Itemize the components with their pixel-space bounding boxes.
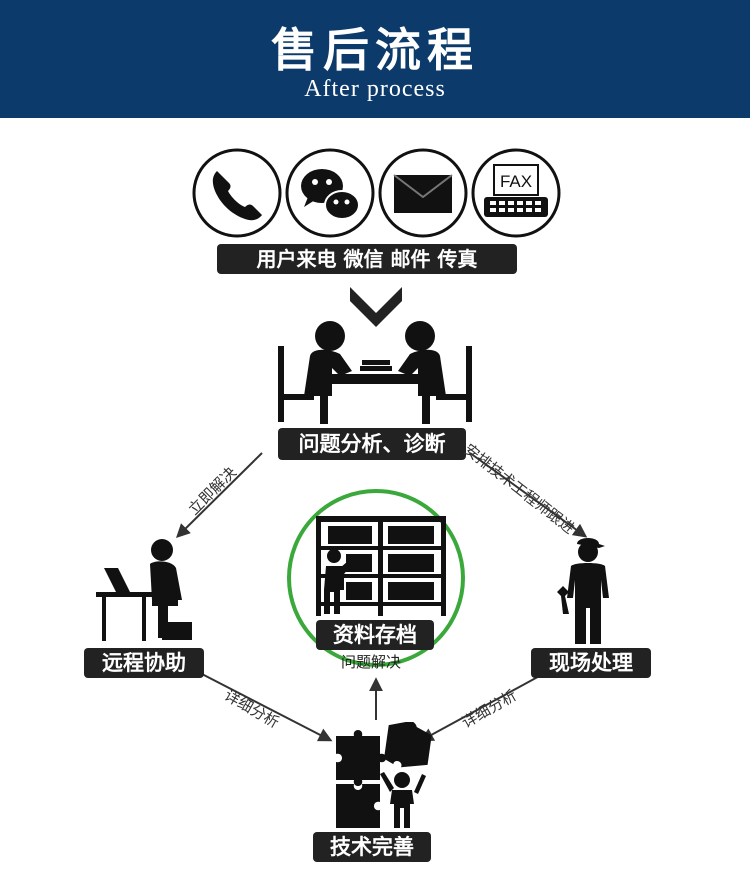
diagnosis-label: 问题分析、诊断 xyxy=(278,428,466,460)
onsite-label: 现场处理 xyxy=(531,648,651,678)
archive-sub-label: 问题解决 xyxy=(341,653,402,671)
fax-icon: FAX xyxy=(471,148,561,238)
arrow-analysis-left xyxy=(199,672,333,742)
header-banner: 售后流程 After process xyxy=(0,0,750,118)
remote-assist-icon xyxy=(96,539,192,641)
contact-label: 用户来电 微信 邮件 传真 xyxy=(217,244,517,274)
puzzle-icon xyxy=(336,722,432,828)
page-title: 售后流程 xyxy=(271,23,479,77)
chevron-down-icon xyxy=(350,287,402,327)
archive-label: 资料存档 xyxy=(316,620,434,650)
page-subtitle: After process xyxy=(304,76,446,102)
remote-label: 远程协助 xyxy=(84,648,204,678)
onsite-worker-icon xyxy=(557,538,609,644)
connector-arrows xyxy=(176,452,588,742)
meeting-icon xyxy=(278,321,472,424)
fax-text: FAX xyxy=(500,172,532,191)
arrow-dispatch xyxy=(469,452,588,538)
process-diagram: FAX 用户来电 微信 邮件 传真 问题分析、诊断 立即解决 xyxy=(0,118,750,889)
arrow-analysis-right xyxy=(419,672,546,742)
phone-icon xyxy=(192,148,282,238)
email-icon xyxy=(378,148,468,238)
arrow-immediate xyxy=(176,452,263,538)
improve-label: 技术完善 xyxy=(313,832,431,862)
wechat-icon xyxy=(285,148,375,238)
bookshelf-icon xyxy=(316,516,446,616)
